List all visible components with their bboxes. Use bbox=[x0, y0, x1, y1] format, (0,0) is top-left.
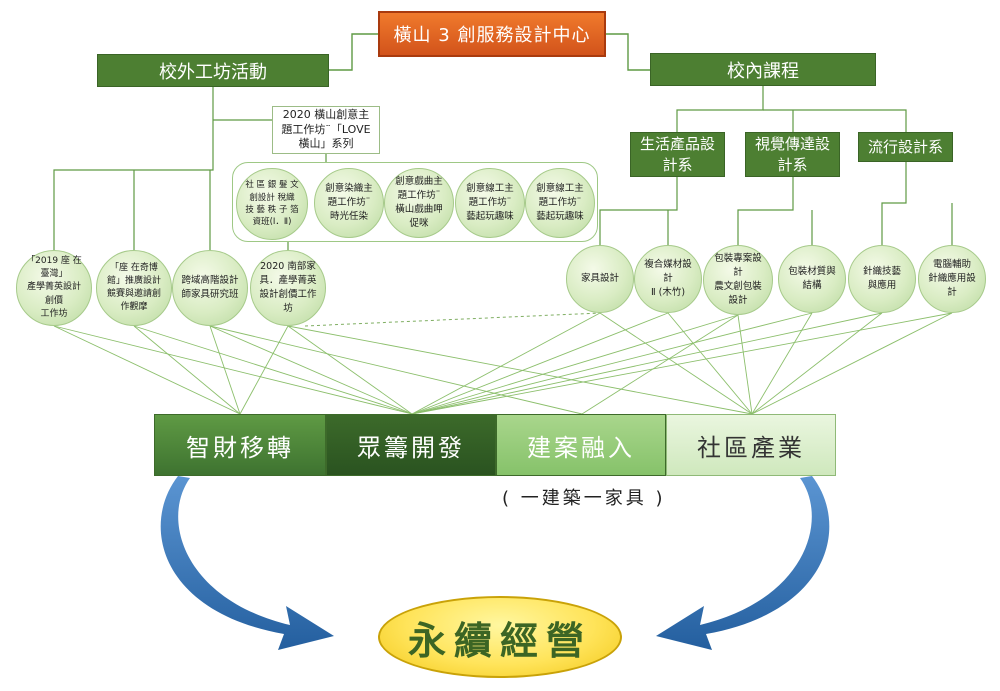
fan-line-5-1 bbox=[411, 312, 669, 415]
workshop-circle-4: 創意線工主 題工作坊¨ 藝起玩趣味 bbox=[455, 168, 525, 238]
category-building-integration: 建案融入 bbox=[496, 414, 666, 476]
category-note: ( 一建築一家具 ) bbox=[502, 488, 666, 509]
workshop-circle-2: 創意染織主 題工作坊¨ 時光任染 bbox=[314, 168, 384, 238]
fan-line-0-1 bbox=[53, 325, 413, 415]
link-dashed bbox=[304, 312, 601, 327]
link-right-trunk bbox=[676, 86, 764, 132]
left-curved-arrow bbox=[160, 476, 334, 650]
fan-line-0-0 bbox=[53, 325, 241, 415]
category-ip-transfer: 智財移轉 bbox=[154, 414, 326, 476]
dept-visual-communication: 視覺傳達設 計系 bbox=[745, 132, 840, 177]
fan-line-6-1 bbox=[411, 314, 739, 415]
course-circle-packaging-project: 包裝專案設計 農文創包裝設計 bbox=[703, 245, 773, 315]
outside-circle-2019: 「2019 座 在臺灣」 產學菁英設計創價 工作坊 bbox=[16, 250, 92, 326]
course-circle-knitting: 針織技藝 與應用 bbox=[848, 245, 916, 313]
fan-line-5-3 bbox=[667, 312, 753, 415]
fan-line-3-1 bbox=[287, 325, 413, 415]
service-center-title: 橫山 3 創服務設計中心 bbox=[378, 11, 606, 57]
link-title-left bbox=[329, 33, 378, 71]
campus-course-header: 校內課程 bbox=[650, 53, 876, 86]
workshop-circle-1: 社 區 銀 髮 文 創設計 稅織 技 藝 秩 子 箔 資班(Ⅰ．Ⅱ) bbox=[236, 168, 308, 240]
outside-workshop-header: 校外工坊活動 bbox=[97, 54, 329, 87]
link-title-right bbox=[606, 33, 650, 71]
link-dept2 bbox=[737, 177, 794, 245]
fan-line-9-1 bbox=[411, 312, 953, 415]
fan-line-2-1 bbox=[209, 325, 413, 415]
link-dept1 bbox=[599, 177, 678, 245]
course-circle-packaging-material: 包裝材質與結構 bbox=[778, 245, 846, 313]
category-community-industry: 社區產業 bbox=[666, 414, 836, 476]
course-circle-furniture: 家具設計 bbox=[566, 245, 634, 313]
fan-line-2-0 bbox=[209, 325, 241, 415]
fan-line-2-2 bbox=[209, 325, 583, 415]
outside-circle-2020-south: 2020 南部家 具．產學菁英 設計創價工作 坊 bbox=[250, 250, 326, 326]
fan-line-9-3 bbox=[751, 312, 953, 415]
outside-circle-museum: 「座 在奇博 館」推廣設計 競賽與邀請創 作觀摩 bbox=[96, 250, 172, 326]
sustainable-goal: 永續經營 bbox=[378, 596, 622, 678]
fan-line-1-1 bbox=[133, 325, 413, 415]
workshop-circle-3: 創意戲曲主 題工作坊¨ 橫山戲曲呷 促咪 bbox=[384, 168, 454, 238]
workshop-2020-header: 2020 橫山創意主 題工作坊¨「LOVE 橫山」系列 bbox=[272, 106, 380, 154]
fan-line-1-0 bbox=[133, 325, 241, 415]
outside-circle-furniture-class: 跨域高階設計 師家具研究班 bbox=[172, 250, 248, 326]
fan-line-3-3 bbox=[287, 325, 753, 415]
fan-line-3-0 bbox=[239, 325, 289, 415]
dept-fashion-design: 流行設計系 bbox=[858, 132, 953, 162]
course-circle-mixed-media: 複合媒材設計 Ⅱ (木竹) bbox=[634, 245, 702, 313]
link-right-3 bbox=[763, 109, 907, 132]
fan-line-4-1 bbox=[411, 312, 601, 415]
fan-line-8-1 bbox=[411, 312, 883, 415]
workshop-circle-5: 創意線工主 題工作坊¨ 藝起玩趣味 bbox=[525, 168, 595, 238]
dept-product-design: 生活產品設 計系 bbox=[630, 132, 725, 177]
category-crowdfunding: 眾籌開發 bbox=[326, 414, 496, 476]
course-circle-computer-knitting: 電腦輔助 針織應用設計 bbox=[918, 245, 986, 313]
link-dept3 bbox=[881, 162, 907, 245]
fan-line-7-1 bbox=[411, 312, 813, 415]
right-curved-arrow bbox=[656, 476, 830, 650]
fan-line-6-2 bbox=[581, 314, 739, 415]
